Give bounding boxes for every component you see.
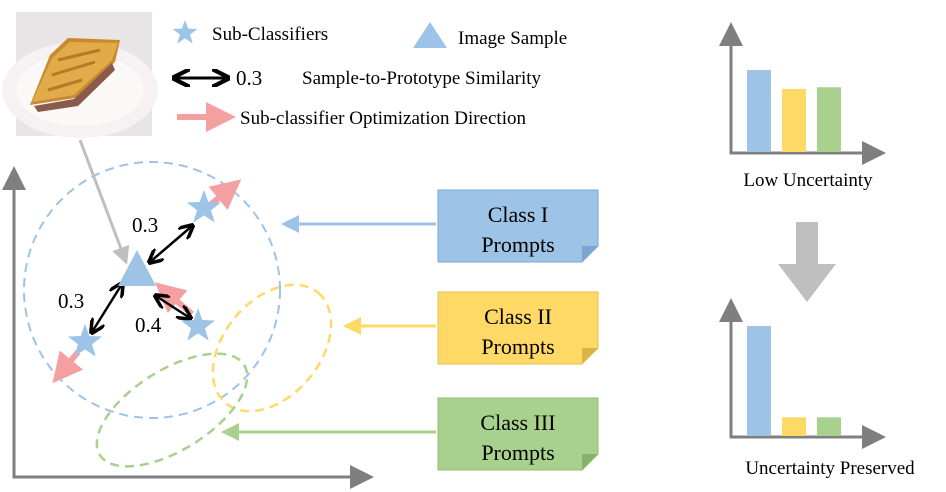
legend-star-label: Sub-Classifiers <box>212 24 328 45</box>
similarity-arrow-right <box>156 296 190 318</box>
low-uncertainty-bar-2 <box>782 88 806 152</box>
similarity-value-left: 0.3 <box>58 289 84 313</box>
class2-prompts-box: Class II Prompts <box>437 291 599 365</box>
class1-prompts-box: Class I Prompts <box>437 189 599 263</box>
similarity-value-upper: 0.3 <box>132 213 158 237</box>
feature-space-axes <box>1 166 374 489</box>
legend-star-icon <box>172 20 198 44</box>
low-uncertainty-chart <box>719 22 886 165</box>
class1-region <box>23 161 281 419</box>
legend-triangle-label: Image Sample <box>458 28 567 49</box>
class3-prompts-line2: Prompts <box>481 440 554 465</box>
class2-prompts-line1: Class II <box>484 304 552 329</box>
class1-prompts-line1: Class I <box>488 202 549 227</box>
subclassifier-star-right <box>180 308 216 341</box>
subclassifier-star-upper <box>186 190 222 223</box>
legend-direction-label: Sub-classifier Optimization Direction <box>240 108 526 129</box>
sample-image <box>2 12 158 138</box>
class2-prompts-line2: Prompts <box>481 334 554 359</box>
low-uncertainty-bar-3 <box>817 87 841 152</box>
transition-down-arrow <box>778 222 836 302</box>
legend-similarity-value: 0.3 <box>236 66 262 90</box>
legend-similarity-label: Sample-to-Prototype Similarity <box>302 68 542 89</box>
preserved-bar-1 <box>747 326 771 436</box>
low-uncertainty-caption: Low Uncertainty <box>743 170 873 191</box>
preserved-bar-2 <box>782 417 806 436</box>
subclassifier-star-left <box>67 324 103 357</box>
class3-prompts-line1: Class III <box>480 410 555 435</box>
class2-region <box>211 283 333 413</box>
similarity-value-right: 0.4 <box>135 313 162 337</box>
image-to-sample-arrow <box>78 139 130 265</box>
low-uncertainty-bar-1 <box>747 70 771 152</box>
uncertainty-preserved-caption: Uncertainty Preserved <box>745 458 915 479</box>
optimization-arrow-upper <box>208 179 242 211</box>
class3-region <box>95 352 249 468</box>
similarity-arrow-left <box>92 284 122 332</box>
uncertainty-preserved-chart <box>719 298 886 449</box>
preserved-bar-3 <box>817 417 841 436</box>
image-sample-triangle <box>118 250 156 286</box>
legend: Sub-Classifiers Image Sample 0.3 Sample-… <box>172 20 567 132</box>
class3-prompts-box: Class III Prompts <box>437 397 599 471</box>
legend-triangle-icon <box>413 22 447 48</box>
class1-prompts-line2: Prompts <box>481 232 554 257</box>
similarity-arrow-upper <box>150 226 192 262</box>
